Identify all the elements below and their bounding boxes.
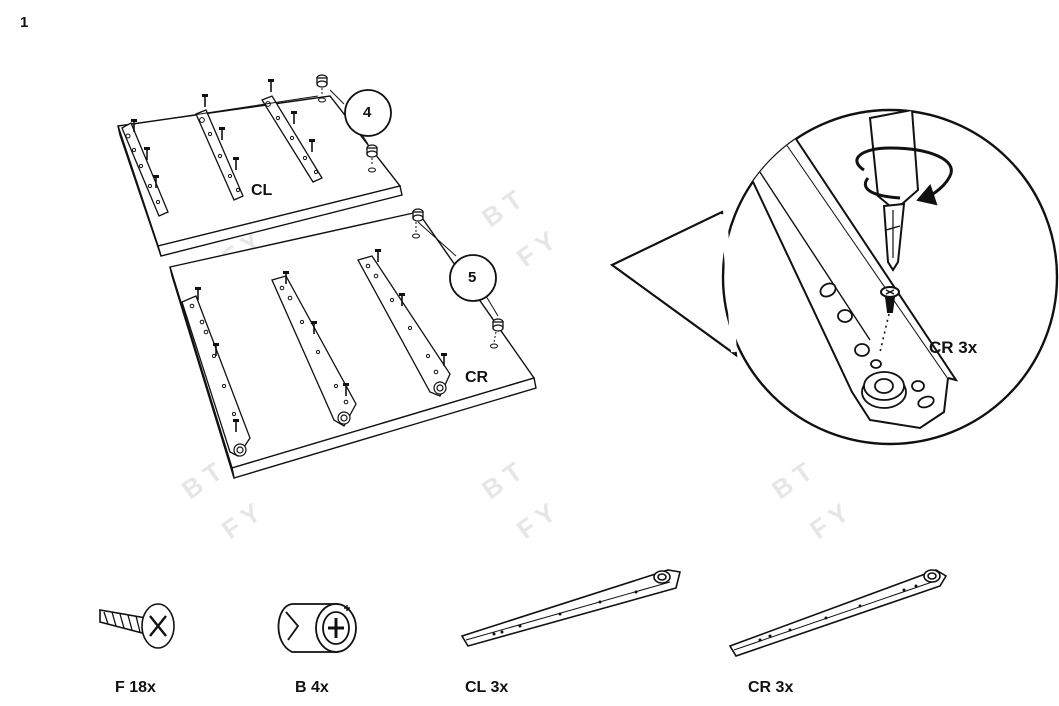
panel-cr xyxy=(169,211,537,479)
rail-holes-cl xyxy=(125,101,319,205)
step-circle-five-label: 5 xyxy=(468,269,477,286)
detail-callout xyxy=(609,108,1059,446)
part-label-screw: F 18x xyxy=(115,679,156,696)
part-label-rail-right: CR 3x xyxy=(748,679,794,696)
svg-text:B T: B T xyxy=(176,456,228,505)
panel-label-cl: CL xyxy=(251,182,273,199)
panel-label-cr: CR xyxy=(465,369,489,386)
cam-lock-icon xyxy=(277,603,357,653)
rails-on-cr xyxy=(181,255,451,457)
panel-cl xyxy=(117,95,403,257)
svg-text:B T: B T xyxy=(476,456,528,505)
screw-icon xyxy=(99,603,175,649)
rail-left-icon xyxy=(460,569,681,647)
part-label-cam-lock: B 4x xyxy=(295,679,329,696)
step-number: 1 xyxy=(20,14,29,31)
part-label-rail-left: CL 3x xyxy=(465,679,509,696)
rail-right-icon xyxy=(728,569,948,657)
rail-holes-cr xyxy=(189,263,439,417)
step-circle-four xyxy=(344,89,392,137)
svg-text:F Y: F Y xyxy=(804,497,854,545)
svg-text:F Y: F Y xyxy=(511,225,561,273)
step-circle-four-label: 4 xyxy=(363,104,372,121)
svg-text:B T: B T xyxy=(476,184,528,233)
svg-text:B T: B T xyxy=(766,456,818,505)
svg-text:F Y: F Y xyxy=(216,497,266,545)
step-circle-five xyxy=(449,254,497,302)
svg-text:F Y: F Y xyxy=(511,497,561,545)
detail-caption: CR 3x xyxy=(929,338,978,357)
